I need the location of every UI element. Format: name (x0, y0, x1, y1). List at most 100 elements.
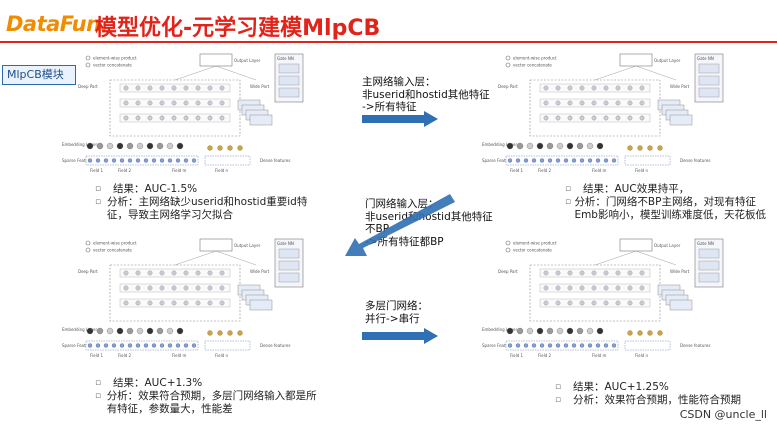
svg-text:Field m: Field m (172, 168, 187, 173)
arrow-right-icon (362, 328, 438, 344)
network-diagram: element-wise product vector concatenate Ou… (62, 53, 304, 173)
svg-text:Embedding Layer: Embedding Layer (62, 142, 97, 147)
result-text: 结果：AUC+1.25% (573, 381, 669, 393)
svg-text:Deep Part: Deep Part (498, 84, 518, 89)
result-text: 结果：AUC效果持平， (583, 183, 690, 195)
analysis-text: 分析：效果符合预期，多层门网络输入都是所有特征，参数量大，性能差 (106, 390, 317, 415)
svg-text:Field 2: Field 2 (118, 168, 132, 173)
annotation-line: ->所有特征 (362, 101, 417, 113)
svg-text:Sparse Features: Sparse Features (62, 158, 94, 163)
bullet-icon: ▫ (565, 197, 572, 207)
svg-text:Field m: Field m (172, 353, 187, 358)
arrow-right-icon (362, 111, 438, 127)
svg-text:Wide Part: Wide Part (250, 84, 270, 89)
svg-text:Field 1: Field 1 (510, 168, 524, 173)
svg-text:vector concatenate: vector concatenate (93, 248, 132, 253)
svg-text:element-wise product: element-wise product (93, 56, 137, 61)
svg-text:Field n: Field n (215, 353, 229, 358)
slide-header: DataFun. 模型优化-元学习建模MlpCB (0, 0, 777, 50)
annotation-line: ->所有特征都BP (365, 235, 444, 248)
svg-text:Gate NN: Gate NN (277, 56, 294, 61)
svg-text:Output Layer: Output Layer (654, 58, 681, 63)
bullet-icon: ▫ (95, 184, 102, 194)
svg-text:Sparse Features: Sparse Features (482, 343, 514, 348)
csdn-watermark: CSDN @uncle_ll (679, 408, 767, 421)
svg-text:Embedding Layer: Embedding Layer (482, 142, 517, 147)
svg-text:Field 2: Field 2 (538, 353, 552, 358)
annotation-main-net: 主网络输入层： 非userid和hostid其他特征 ->所有特征 (362, 76, 490, 114)
svg-text:Field n: Field n (635, 168, 649, 173)
svg-text:Sparse Features: Sparse Features (62, 343, 94, 348)
datafun-logo: DataFun. (6, 12, 109, 36)
bullet-icon: ▫ (555, 395, 562, 405)
bullet-icon: ▫ (565, 184, 572, 194)
svg-text:Field 1: Field 1 (90, 353, 104, 358)
annotation-line: 主网络输入层： (362, 76, 436, 88)
svg-text:element-wise product: element-wise product (513, 56, 557, 61)
annotation-line: 多层门网络： (365, 300, 428, 312)
network-diagram: element-wise product vector concatenate Ou… (62, 238, 304, 358)
svg-text:vector concatenate: vector concatenate (513, 63, 552, 68)
result-text: 结果：AUC-1.5% (113, 183, 198, 195)
diagram-top-left: element-wise product vector concatenate Ou… (60, 50, 320, 175)
title-divider (0, 41, 777, 43)
module-tag: MlpCB模块 (2, 65, 76, 85)
result-panel-2: ▫ 结果：AUC效果持平， ▫分析：门网络不BP主网络，对现有特征Emb影响小，模… (565, 183, 770, 222)
annotation-multi-gate: 多层门网络： 并行->串行 (365, 300, 428, 325)
svg-text:Wide Part: Wide Part (670, 84, 690, 89)
diagram-top-right: element-wise product vector concatenate Ou… (480, 50, 740, 175)
svg-text:Field m: Field m (592, 353, 607, 358)
svg-text:Field 2: Field 2 (538, 168, 552, 173)
svg-text:Embedding Layer: Embedding Layer (62, 327, 97, 332)
svg-text:Output Layer: Output Layer (654, 243, 681, 248)
svg-text:Wide Part: Wide Part (670, 269, 690, 274)
svg-text:Output Layer: Output Layer (234, 243, 261, 248)
svg-text:Wide Part: Wide Part (250, 269, 270, 274)
annotation-line: 门网络输入层： (365, 198, 439, 210)
analysis-text: 分析：效果符合预期，性能符合预期 (573, 394, 741, 406)
analysis-text: 分析：主网络缺少userid和hostid重要id特征，导致主网络学习欠拟合 (107, 196, 308, 221)
svg-text:Deep Part: Deep Part (78, 84, 98, 89)
result-panel-4: ▫ 结果：AUC+1.25% ▫ 分析：效果符合预期，性能符合预期 (555, 381, 765, 407)
diagram-bottom-right: element-wise product vector concatenate Ou… (480, 235, 740, 360)
diagram-bottom-left: element-wise product vector concatenate Ou… (60, 235, 320, 360)
svg-text:element-wise product: element-wise product (513, 241, 557, 246)
bullet-icon: ▫ (555, 382, 562, 392)
analysis-text: 分析：门网络不BP主网络，对现有特征Emb影响小，模型训练难度低，天花板低 (574, 196, 766, 221)
network-diagram: element-wise product vector concatenate Ou… (482, 53, 724, 173)
svg-text:Field m: Field m (592, 168, 607, 173)
svg-text:Dense features: Dense features (680, 158, 710, 163)
svg-text:Field 1: Field 1 (90, 168, 104, 173)
annotation-line: 并行->串行 (365, 312, 420, 325)
svg-text:vector concatenate: vector concatenate (93, 63, 132, 68)
svg-text:vector concatenate: vector concatenate (513, 248, 552, 253)
bullet-icon: ▫ (95, 378, 102, 388)
svg-text:Field n: Field n (215, 168, 229, 173)
annotation-line: 非userid和hostid其他特征 (365, 210, 493, 223)
result-panel-3: ▫ 结果：AUC+1.3% ▫ 分析：效果符合预期，多层门网络输入都是所有特征，参数… (95, 377, 325, 416)
svg-text:Field n: Field n (635, 353, 649, 358)
slide-title: 模型优化-元学习建模MlpCB (95, 16, 381, 41)
result-text: 结果：AUC+1.3% (113, 377, 203, 389)
svg-text:Gate NN: Gate NN (697, 56, 714, 61)
svg-text:Field 1: Field 1 (510, 353, 524, 358)
svg-text:Dense features: Dense features (680, 343, 710, 348)
svg-text:Sparse Features: Sparse Features (482, 158, 514, 163)
svg-text:Output Layer: Output Layer (234, 58, 261, 63)
svg-text:Field 2: Field 2 (118, 353, 132, 358)
bullet-icon: ▫ (95, 391, 102, 401)
svg-text:Embedding Layer: Embedding Layer (482, 327, 517, 332)
svg-text:Dense features: Dense features (260, 158, 290, 163)
arrow-diagonal-icon (345, 194, 455, 256)
svg-text:Gate NN: Gate NN (697, 241, 714, 246)
svg-text:Gate NN: Gate NN (277, 241, 294, 246)
svg-text:element-wise product: element-wise product (93, 241, 137, 246)
annotation-line: 非userid和hostid其他特征 (362, 88, 490, 101)
network-diagram: element-wise product vector concatenate Ou… (482, 238, 724, 358)
annotation-gate-net: 门网络输入层： 非userid和hostid其他特征 不BP ->所有特征都BP (365, 198, 493, 248)
bullet-icon: ▫ (95, 197, 102, 207)
logo-text: DataFun. (6, 12, 109, 36)
result-panel-1: ▫ 结果：AUC-1.5% ▫ 分析：主网络缺少userid和hostid重要id特… (95, 183, 325, 222)
svg-text:Dense features: Dense features (260, 343, 290, 348)
svg-text:Deep Part: Deep Part (498, 269, 518, 274)
